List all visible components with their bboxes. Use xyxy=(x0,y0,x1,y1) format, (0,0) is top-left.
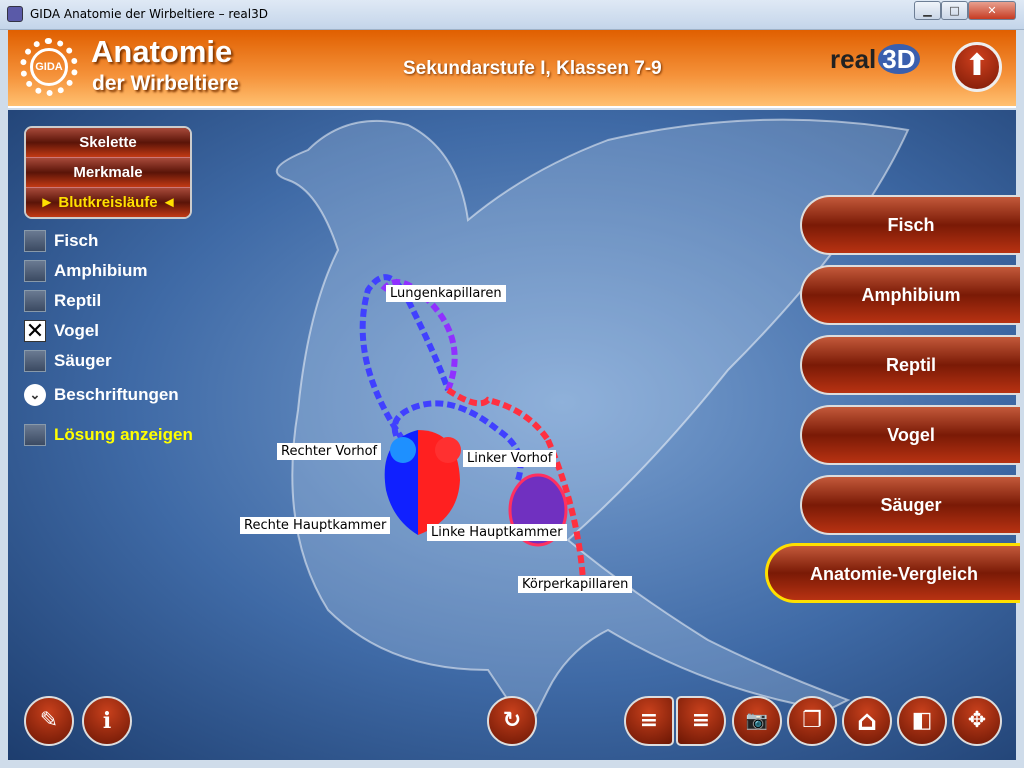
info-button[interactable]: i xyxy=(82,696,132,746)
brand-3d: 3D xyxy=(878,44,920,74)
bird-illustration xyxy=(275,118,910,732)
bird-silhouette xyxy=(275,118,910,732)
app-subtitle: der Wirbeltiere xyxy=(92,72,239,95)
checkbox-checked[interactable]: ✕ xyxy=(24,318,46,343)
option-label: Reptil xyxy=(54,291,102,310)
anatomy-compare-button[interactable]: Anatomie-Vergleich xyxy=(765,543,1020,603)
checkbox[interactable] xyxy=(24,424,46,446)
logo-text: GIDA xyxy=(30,48,68,86)
label-rechte-hauptkammer: Rechte Hauptkammer xyxy=(240,517,391,534)
pulmonary-artery xyxy=(359,274,451,442)
window-mode-button[interactable]: ◧ xyxy=(897,696,947,746)
show-solution-label: Lösung anzeigen xyxy=(54,425,193,444)
window-title: GIDA Anatomie der Wirbeltiere – real3D xyxy=(30,7,268,21)
camera-button[interactable]: 📷 xyxy=(732,696,782,746)
animal-button-vogel[interactable]: Vogel xyxy=(800,405,1020,465)
option-label: Fisch xyxy=(54,231,99,250)
menu-blutkreislaeufe[interactable]: ► Blutkreisläufe ◄ xyxy=(26,188,190,217)
labels-toggle[interactable]: ⌄ Beschriftungen xyxy=(24,384,179,406)
animal-button-fisch[interactable]: Fisch xyxy=(800,195,1020,255)
reset-button[interactable]: ↻ xyxy=(487,696,537,746)
menu-right-button[interactable]: ≡ xyxy=(676,696,726,746)
menu-skelette[interactable]: Skelette xyxy=(26,128,190,158)
app-title: Anatomie xyxy=(91,34,233,69)
category-menu: Skelette Merkmale ► Blutkreisläufe ◄ xyxy=(24,126,192,219)
animal-button-amphibium[interactable]: Amphibium xyxy=(800,265,1020,325)
label-rechter-vorhof: Rechter Vorhof xyxy=(277,443,382,460)
labels-toggle-label: Beschriftungen xyxy=(54,385,179,404)
checkbox[interactable] xyxy=(24,260,46,282)
option-reptil[interactable]: Reptil xyxy=(24,290,101,312)
grade-level: Sekundarstufe I, Klassen 7-9 xyxy=(403,58,662,79)
close-button[interactable]: ✕ xyxy=(968,1,1016,20)
app-header: GIDA Anatomie der Wirbeltiere Sekundarst… xyxy=(8,30,1016,108)
show-solution[interactable]: Lösung anzeigen xyxy=(24,424,193,446)
label-koerperkapillaren: Körperkapillaren xyxy=(518,576,633,593)
window-titlebar: GIDA Anatomie der Wirbeltiere – real3D ▁… xyxy=(0,0,1024,30)
pulmonary-vein xyxy=(446,387,551,442)
right-atrium xyxy=(390,437,416,463)
app-icon xyxy=(7,6,23,22)
label-lungenkapillaren: Lungenkapillaren xyxy=(386,285,506,302)
checkbox[interactable] xyxy=(24,230,46,252)
option-amphibium[interactable]: Amphibium xyxy=(24,260,148,282)
left-atrium xyxy=(435,437,461,463)
option-label: Amphibium xyxy=(54,261,148,280)
option-vogel[interactable]: ✕ Vogel xyxy=(24,320,99,342)
option-saeuger[interactable]: Säuger xyxy=(24,350,112,372)
checkbox[interactable] xyxy=(24,290,46,312)
label-linke-hauptkammer: Linke Hauptkammer xyxy=(427,524,567,541)
maximize-button[interactable]: □ xyxy=(941,1,968,20)
animal-button-reptil[interactable]: Reptil xyxy=(800,335,1020,395)
vena-cava xyxy=(391,400,524,481)
label-linker-vorhof: Linker Vorhof xyxy=(463,450,557,467)
menu-merkmale[interactable]: Merkmale xyxy=(26,158,190,188)
option-label: Vogel xyxy=(54,321,100,340)
gida-logo: GIDA xyxy=(20,38,78,96)
option-label: Säuger xyxy=(54,351,112,370)
menu-left-button[interactable]: ≡ xyxy=(624,696,674,746)
checkbox[interactable] xyxy=(24,350,46,372)
brand-text: real xyxy=(830,44,877,74)
copy-button[interactable]: ❐ xyxy=(787,696,837,746)
option-fisch[interactable]: Fisch xyxy=(24,230,98,252)
animal-button-saeuger[interactable]: Säuger xyxy=(800,475,1020,535)
home-button[interactable]: ⌂ xyxy=(842,696,892,746)
main-view: Skelette Merkmale ► Blutkreisläufe ◄ Fis… xyxy=(8,110,1020,760)
minimize-button[interactable]: ▁ xyxy=(914,1,941,20)
chevron-down-icon: ⌄ xyxy=(24,384,46,406)
up-arrow-button[interactable]: ⬆ xyxy=(952,42,1002,92)
notes-button[interactable]: ✎ xyxy=(24,696,74,746)
move-button[interactable]: ✥ xyxy=(952,696,1002,746)
